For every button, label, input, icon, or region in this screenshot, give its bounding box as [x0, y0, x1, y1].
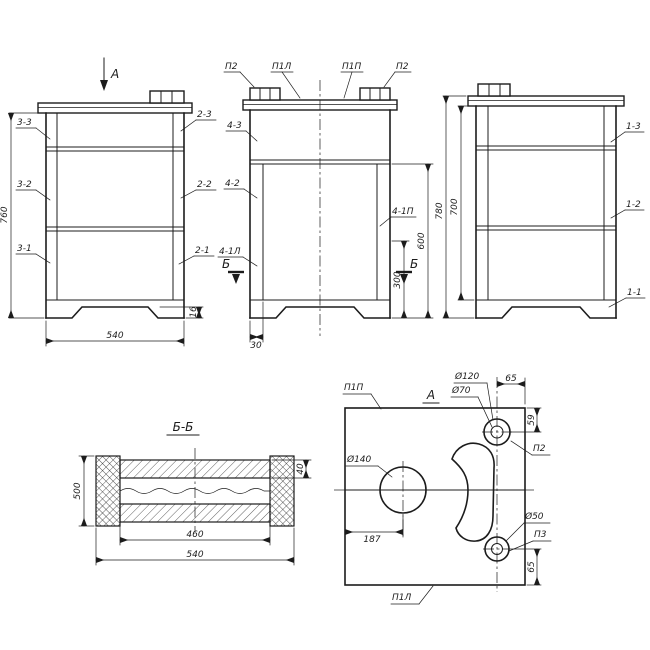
- hatch-area-left-wall: [95, 455, 121, 527]
- base-contour: [45, 306, 185, 319]
- position-label: 3-3: [17, 118, 32, 128]
- section-arrow-head: [232, 274, 240, 284]
- hole-label-p2: П2: [533, 444, 546, 454]
- leader-line: [281, 71, 301, 99]
- dim-height: 760: [0, 206, 10, 223]
- base-contour: [249, 306, 391, 319]
- panel-label-p1p: П1П: [344, 383, 363, 393]
- dim-cut-height: 300: [393, 271, 403, 288]
- top-block: [477, 83, 511, 97]
- dim-total: 780: [435, 202, 445, 219]
- leader-line: [477, 396, 493, 428]
- leader-line: [239, 71, 255, 88]
- position-label: 3-1: [17, 244, 32, 254]
- leader-line: [370, 393, 382, 410]
- dim-inner-width: 460: [186, 530, 203, 540]
- panel-label: П1Л: [272, 62, 291, 72]
- leader-line: [505, 522, 525, 542]
- top-slab: [467, 95, 625, 107]
- break-wavy-line: [119, 488, 271, 494]
- view-marker-label: А: [110, 67, 119, 81]
- dim-wall-thickness: 40: [296, 463, 306, 475]
- dim-65-bottom: 65: [527, 561, 537, 573]
- leader-line: [243, 188, 258, 199]
- leader-line: [343, 71, 353, 99]
- leader-line: [610, 131, 626, 143]
- dim-187: 187: [363, 535, 380, 545]
- position-label: 4-1П: [392, 207, 414, 217]
- hatch-area-right-wall: [269, 455, 295, 527]
- leader-line: [180, 119, 197, 132]
- top-slab: [37, 102, 193, 114]
- leader-line: [245, 130, 258, 142]
- dim-59: 59: [527, 414, 537, 426]
- leader-line: [35, 127, 51, 140]
- position-label: 3-2: [17, 180, 32, 190]
- dim-diameter-70: Ø70: [451, 385, 471, 396]
- section-title: Б-Б: [173, 420, 194, 434]
- hole-label-p3: П3: [534, 530, 547, 540]
- top-block: [359, 87, 391, 101]
- leader-line: [178, 255, 195, 265]
- position-label: 2-2: [197, 180, 212, 190]
- position-label: 1-2: [626, 200, 641, 210]
- dim-body: 700: [450, 198, 460, 215]
- top-block: [249, 87, 281, 101]
- leader-line: [608, 297, 627, 308]
- dim-interior: 600: [417, 232, 427, 249]
- section-letter: Б: [222, 257, 230, 271]
- panel-label: П2: [396, 62, 409, 72]
- leader-line: [242, 256, 258, 267]
- section-letter: Б: [410, 257, 418, 271]
- leader-line: [508, 540, 534, 552]
- position-label: 4-2: [225, 179, 240, 189]
- leader-line: [510, 440, 533, 456]
- position-label: 4-3: [227, 121, 242, 131]
- leader-line: [377, 465, 393, 478]
- position-label: 2-1: [195, 246, 210, 256]
- view-title: А: [426, 388, 435, 402]
- position-label: 1-1: [627, 288, 642, 298]
- leader-line: [486, 382, 494, 421]
- leader-line: [379, 216, 392, 227]
- panel-label-p1l: П1Л: [392, 593, 411, 603]
- top-view: А Ø140 Ø120 Ø70 65 59: [334, 371, 552, 605]
- dim-depth: 500: [73, 482, 83, 499]
- dim-outer-width: 540: [186, 550, 203, 560]
- leader-line: [35, 253, 51, 264]
- cut-view: П2 П1Л П1П П2 4-3 4-2 4-1П 4-1Л Б Б: [217, 62, 434, 351]
- position-label: 1-3: [626, 122, 641, 132]
- leader-line: [383, 71, 396, 88]
- dim-plinth: 16: [189, 306, 199, 318]
- plate-outline: [344, 407, 526, 586]
- dim-diameter-120: Ø120: [454, 371, 480, 382]
- dim-width: 540: [106, 331, 123, 341]
- side-view: 1-3 1-2 1-1 780 700: [435, 83, 646, 319]
- dim-wall: 30: [250, 341, 262, 351]
- section-bb: Б-Б 40 500 460 540: [73, 420, 312, 566]
- panel-label: П2: [225, 62, 238, 72]
- dim-65-top: 65: [505, 374, 517, 384]
- front-view: А 760 540 16 3-3 3-2 3-1 2-3 2-2 2-1: [0, 57, 217, 347]
- leader-line: [35, 189, 51, 201]
- dim-diameter-50: Ø50: [524, 511, 544, 522]
- position-label: 4-1Л: [219, 247, 241, 257]
- top-block: [149, 90, 185, 104]
- leader-line: [418, 585, 434, 605]
- panel-label: П1П: [342, 62, 361, 72]
- leader-line: [610, 209, 626, 219]
- view-arrow-head: [100, 80, 108, 91]
- cutout-shape: [451, 442, 495, 542]
- leader-line: [180, 189, 197, 199]
- position-label: 2-3: [197, 110, 212, 120]
- base-contour: [475, 306, 617, 319]
- dim-diameter-140: Ø140: [346, 454, 372, 465]
